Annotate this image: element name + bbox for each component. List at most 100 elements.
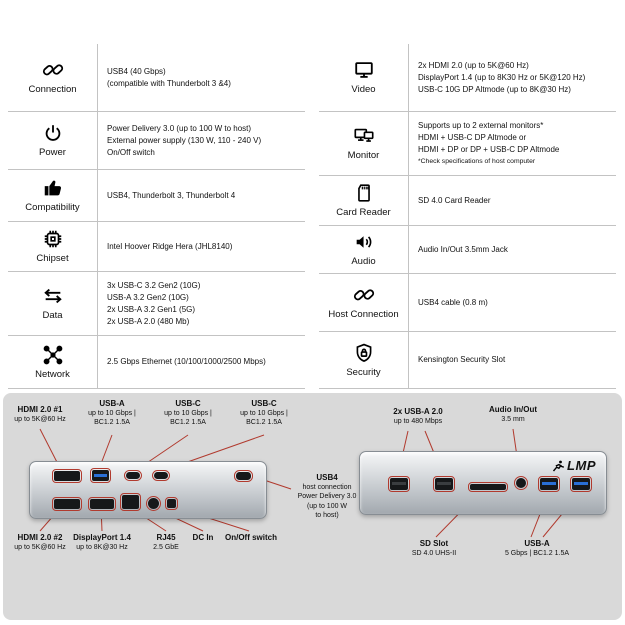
spec-line: USB4 (40 Gbps) bbox=[107, 66, 166, 76]
callout-sub: Power Delivery 3.0 bbox=[297, 493, 357, 501]
usb-a-2-port-2 bbox=[433, 476, 455, 492]
callout-sub: up to 5K@60 Hz bbox=[14, 416, 66, 424]
callout-sub: BC1.2 1.5A bbox=[246, 419, 282, 427]
spec-line: On/Off switch bbox=[107, 147, 155, 157]
dual-monitor-icon bbox=[353, 125, 375, 147]
spec-row-network: Network 2.5 Gbps Ethernet (10/100/1000/2… bbox=[8, 336, 305, 389]
spec-label: Network bbox=[35, 368, 70, 380]
spec-line: 2x HDMI 2.0 (up to 5K@60 Hz) bbox=[418, 60, 529, 70]
callout-usb4: USB4 host connection Power Delivery 3.0 … bbox=[287, 473, 367, 520]
spec-column-right: Video 2x HDMI 2.0 (up to 5K@60 Hz) Displ… bbox=[319, 44, 616, 389]
usb-a-5g-port-1 bbox=[538, 476, 560, 492]
callout-sub: to host) bbox=[315, 511, 339, 519]
callout-sub: up to 10 Gbps | bbox=[88, 410, 136, 418]
callout-sub: up to 10 Gbps | bbox=[240, 410, 288, 418]
spec-line: USB-C 10G DP Altmode (up to 8K@30 Hz) bbox=[418, 84, 571, 94]
callout-sub: (up to 100 W bbox=[306, 502, 348, 510]
spec-head: Compatibility bbox=[8, 170, 98, 221]
spec-line: Power Delivery 3.0 (up to 100 W to host) bbox=[107, 123, 252, 133]
spec-table: Connection USB4 (40 Gbps) (compatible wi… bbox=[8, 44, 616, 389]
data-arrows-icon bbox=[42, 285, 64, 307]
callout-hdmi1: HDMI 2.0 #1 up to 5K@60 Hz bbox=[7, 405, 73, 424]
callout-usbc2: USB-C up to 10 Gbps | BC1.2 1.5A bbox=[231, 399, 297, 428]
spec-column-left: Connection USB4 (40 Gbps) (compatible wi… bbox=[8, 44, 305, 389]
spec-head: Chipset bbox=[8, 222, 98, 271]
callout-sub: 3.5 mm bbox=[501, 416, 525, 424]
spec-desc: 2x HDMI 2.0 (up to 5K@60 Hz) DisplayPort… bbox=[409, 44, 616, 111]
audio-jack bbox=[514, 476, 528, 490]
callout-title: HDMI 2.0 #1 bbox=[17, 405, 63, 414]
spec-label: Card Reader bbox=[336, 207, 391, 219]
callout-sub: host connection bbox=[302, 484, 352, 492]
spec-label: Audio bbox=[351, 256, 376, 268]
hdmi-port-2 bbox=[52, 497, 82, 511]
brand-logo: LMP bbox=[551, 458, 596, 473]
spec-label: Chipset bbox=[36, 253, 69, 265]
spec-desc: USB4 (40 Gbps) (compatible with Thunderb… bbox=[98, 44, 305, 111]
spec-head: Connection bbox=[8, 44, 98, 111]
spec-row-audio: Audio Audio In/Out 3.5mm Jack bbox=[319, 226, 616, 274]
spec-line: 2x USB-A 3.2 Gen1 (5G) bbox=[107, 304, 196, 314]
callout-title: On/Off switch bbox=[225, 533, 277, 542]
spec-row-chipset: Chipset Intel Hoover Ridge Hera (JHL8140… bbox=[8, 222, 305, 272]
spec-row-host-connection: Host Connection USB4 cable (0.8 m) bbox=[319, 274, 616, 332]
spec-desc: Intel Hoover Ridge Hera (JHL8140) bbox=[98, 222, 305, 271]
callout-sub: up to 5K@60 Hz bbox=[14, 544, 66, 552]
spec-desc: SD 4.0 Card Reader bbox=[409, 176, 616, 225]
callout-sub: up to 8K@30 Hz bbox=[76, 544, 128, 552]
spec-head: Video bbox=[319, 44, 409, 111]
speaker-icon bbox=[353, 231, 375, 253]
spec-desc: 3x USB-C 3.2 Gen2 (10G) USB-A 3.2 Gen2 (… bbox=[98, 272, 305, 335]
spec-desc: Power Delivery 3.0 (up to 100 W to host)… bbox=[98, 112, 305, 169]
callout-sd-slot: SD Slot SD 4.0 UHS-II bbox=[401, 539, 467, 558]
spec-line: USB-A 3.2 Gen2 (10G) bbox=[107, 292, 189, 302]
spec-row-connection: Connection USB4 (40 Gbps) (compatible wi… bbox=[8, 44, 305, 112]
callout-title: USB-A bbox=[524, 539, 550, 548]
callout-hdmi2: HDMI 2.0 #2 up to 5K@60 Hz bbox=[7, 533, 73, 552]
on-off-switch bbox=[165, 497, 178, 510]
spec-head: Monitor bbox=[319, 112, 409, 175]
callout-rj45: RJ45 2.5 GbE bbox=[143, 533, 189, 552]
spec-label: Host Connection bbox=[328, 309, 399, 321]
sd-card-slot bbox=[468, 482, 508, 492]
spec-line: 2x USB-A 2.0 (480 Mb) bbox=[107, 316, 190, 326]
spec-line: External power supply (130 W, 110 - 240 … bbox=[107, 135, 262, 145]
callout-title: DC In bbox=[192, 533, 214, 542]
spec-head: Network bbox=[8, 336, 98, 388]
spec-row-monitor: Monitor Supports up to 2 external monito… bbox=[319, 112, 616, 176]
callout-dc-in: DC In bbox=[187, 533, 219, 543]
spec-desc: Audio In/Out 3.5mm Jack bbox=[409, 226, 616, 273]
ports-diagram: LMP HDMI 2.0 #1 up to 5K@60 Hz USB-A up … bbox=[3, 393, 622, 620]
spec-line: USB4 cable (0.8 m) bbox=[418, 297, 488, 307]
callout-sub: BC1.2 1.5A bbox=[94, 419, 130, 427]
chipset-icon bbox=[42, 228, 64, 250]
callout-sub: SD 4.0 UHS-II bbox=[411, 550, 457, 558]
spec-head: Power bbox=[8, 112, 98, 169]
callout-title: HDMI 2.0 #2 bbox=[17, 533, 63, 542]
spec-row-security: Security Kensington Security Slot bbox=[319, 332, 616, 389]
monitor-icon bbox=[353, 59, 375, 81]
callout-sub: 5 Gbps | BC1.2 1.5A bbox=[504, 550, 570, 558]
spec-line: Kensington Security Slot bbox=[418, 355, 506, 364]
callout-usbc1: USB-C up to 10 Gbps | BC1.2 1.5A bbox=[155, 399, 221, 428]
spec-line: Supports up to 2 external monitors* bbox=[418, 120, 544, 130]
power-icon bbox=[42, 122, 64, 144]
spec-head: Card Reader bbox=[319, 176, 409, 225]
spec-row-data: Data 3x USB-C 3.2 Gen2 (10G) USB-A 3.2 G… bbox=[8, 272, 305, 336]
spec-desc: Supports up to 2 external monitors* HDMI… bbox=[409, 112, 616, 175]
spec-label: Compatibility bbox=[25, 202, 80, 214]
callout-sub: up to 10 Gbps | bbox=[164, 410, 212, 418]
usb4-host-port bbox=[234, 470, 253, 482]
spec-label: Monitor bbox=[347, 150, 380, 162]
callout-usba-back: USB-A up to 10 Gbps | BC1.2 1.5A bbox=[79, 399, 145, 428]
spec-head: Host Connection bbox=[319, 274, 409, 331]
callout-sub: 2.5 GbE bbox=[153, 544, 179, 552]
link-icon bbox=[42, 59, 64, 81]
brand-name: LMP bbox=[567, 458, 596, 473]
spec-head: Security bbox=[319, 332, 409, 388]
callout-on-off: On/Off switch bbox=[221, 533, 281, 543]
spec-line: 3x USB-C 3.2 Gen2 (10G) bbox=[107, 280, 201, 290]
callout-title: RJ45 bbox=[156, 533, 176, 542]
spec-line: Intel Hoover Ridge Hera (JHL8140) bbox=[107, 241, 233, 251]
spec-head: Audio bbox=[319, 226, 409, 273]
